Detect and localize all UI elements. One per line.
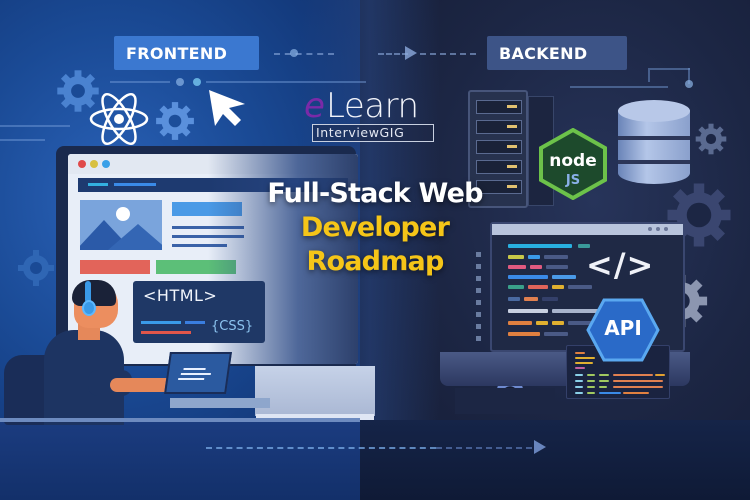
title-line-1: Full-Stack Web <box>267 178 483 209</box>
logo-subtitle: InterviewGIG <box>312 124 434 142</box>
logo-main: Learn <box>326 86 419 126</box>
api-label: API <box>604 316 642 340</box>
gear-icon <box>18 250 54 286</box>
editor-line-gutter <box>476 248 484 348</box>
hexagon-icon <box>586 298 660 362</box>
maximize-dot-icon <box>102 160 110 168</box>
html-css-card: <HTML> {CSS} <box>133 281 265 343</box>
image-placeholder-icon <box>80 200 162 250</box>
arrow-right-icon <box>405 46 417 60</box>
minimize-dot-icon <box>90 160 98 168</box>
red-block <box>80 260 150 274</box>
database-icon <box>618 100 690 192</box>
connector-line <box>420 53 476 55</box>
connector-line <box>110 81 170 83</box>
floor-frontend <box>0 420 360 500</box>
developer-arm <box>110 378 182 392</box>
nodejs-icon: node JS <box>539 128 607 200</box>
flow-line <box>436 447 532 449</box>
html-tag: <HTML> <box>143 286 218 305</box>
code-brackets-icon: </> <box>586 246 655 284</box>
api-badge: API <box>586 298 660 362</box>
page-title: Full-Stack Web Developer Roadmap <box>220 177 530 279</box>
connector-line <box>206 81 366 83</box>
editor-titlebar <box>492 224 683 235</box>
frontend-label-text: FRONTEND <box>126 43 228 63</box>
connector-line <box>0 139 45 141</box>
monitor-stand <box>255 366 375 416</box>
connector-dot <box>176 78 184 86</box>
text-line <box>172 244 227 247</box>
desk-edge <box>0 418 360 422</box>
headset-band-icon <box>85 281 91 303</box>
connector-dot <box>290 49 298 57</box>
connector-line <box>570 86 668 88</box>
gear-icon <box>695 123 727 155</box>
title-line-2: Developer <box>300 212 450 243</box>
elearn-logo: e Learn InterviewGIG <box>300 86 436 144</box>
backend-label: BACKEND <box>487 36 627 70</box>
monitor-stand-base <box>256 414 374 420</box>
gear-icon <box>667 183 731 247</box>
arrow-right-icon <box>534 440 546 454</box>
frontend-label: FRONTEND <box>114 36 259 70</box>
connector-dot <box>685 80 693 88</box>
logo-prefix: e <box>304 86 325 126</box>
connector-line <box>650 68 690 70</box>
close-dot-icon <box>78 160 86 168</box>
laptop-icon <box>164 352 232 394</box>
title-line-3: Roadmap <box>306 246 445 277</box>
svg-text:node: node <box>549 151 596 171</box>
connector-line <box>274 53 334 55</box>
connector-line <box>688 68 690 84</box>
gear-icon <box>57 70 99 112</box>
backend-label-text: BACKEND <box>499 43 588 63</box>
headset-icon <box>82 300 96 316</box>
svg-text:JS: JS <box>565 173 580 188</box>
gear-icon <box>156 102 194 140</box>
connector-line <box>0 125 70 127</box>
connector-dot <box>193 78 201 86</box>
css-tag: {CSS} <box>211 319 254 334</box>
flow-line <box>206 447 436 449</box>
desk <box>170 398 270 408</box>
react-icon <box>89 92 149 146</box>
backend-desk <box>455 388 555 414</box>
connector-line <box>648 68 650 82</box>
cursor-arrow-icon <box>209 90 245 126</box>
connector-line <box>378 53 408 55</box>
